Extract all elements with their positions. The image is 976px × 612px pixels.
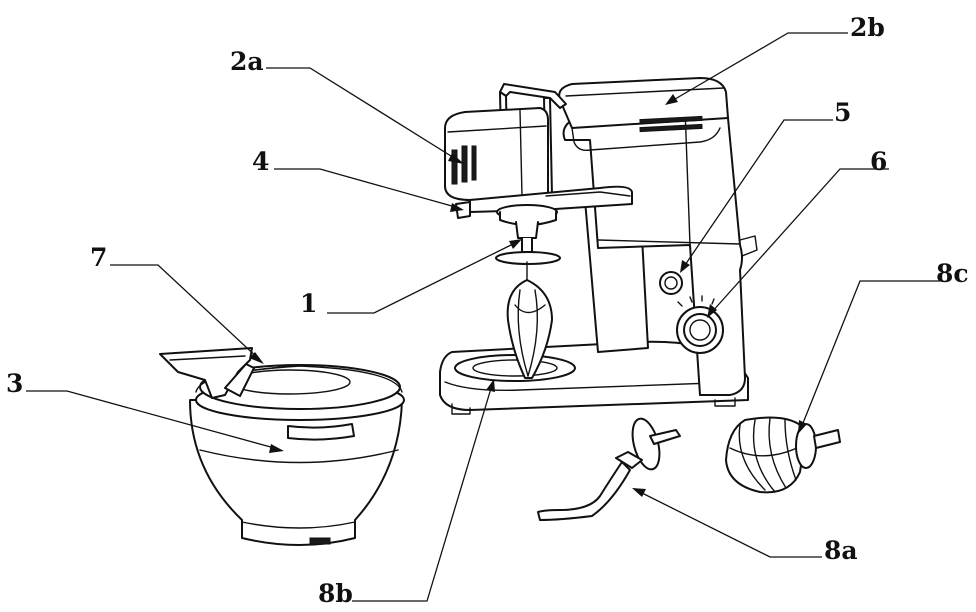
- leader-lines: [26, 32, 940, 602]
- whisk-8c: [725, 416, 841, 494]
- callout-8b: 8b: [318, 579, 353, 608]
- callout-labels: 1 2a 2b 3 4 5 6 7 8a 8b 8c: [6, 13, 969, 608]
- leader-1: [327, 241, 518, 314]
- leader-3: [26, 390, 279, 450]
- leader-2a: [266, 67, 460, 162]
- callout-3: 3: [6, 369, 23, 398]
- leader-8c: [800, 280, 940, 429]
- callout-7: 7: [90, 243, 107, 272]
- callout-8c: 8c: [936, 259, 969, 288]
- mixer-body: [439, 77, 758, 415]
- callout-8a: 8a: [824, 536, 858, 565]
- callout-2a: 2a: [230, 47, 264, 76]
- callout-2b: 2b: [850, 13, 885, 42]
- callout-4: 4: [252, 147, 269, 176]
- leader-8b: [352, 384, 493, 602]
- dough-hook-8a: [537, 417, 681, 521]
- leader-7: [110, 264, 261, 361]
- leader-5: [682, 119, 833, 269]
- leader-8a: [637, 490, 822, 558]
- callout-1: 1: [300, 289, 317, 318]
- callout-5: 5: [834, 98, 851, 127]
- leader-4: [274, 168, 460, 209]
- leader-2b: [669, 32, 848, 103]
- callout-6: 6: [870, 147, 887, 176]
- beater-8b: [506, 261, 553, 379]
- leader-6: [710, 168, 889, 314]
- mixing-bowl-3: [189, 364, 405, 546]
